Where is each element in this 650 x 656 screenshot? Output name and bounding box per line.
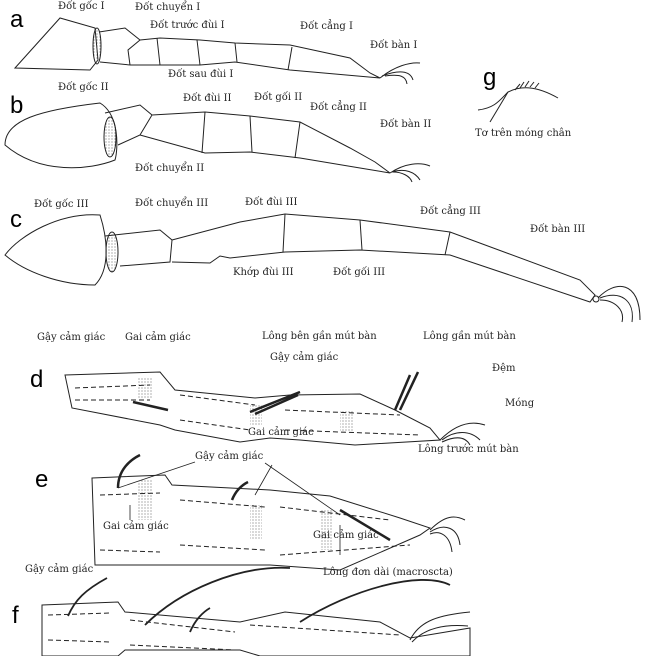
panel-letter-d: d [30,366,44,393]
label-trochanter-2: Đốt chuyển II [135,163,205,174]
label-d-solenidion: Gậy cảm giác [37,332,106,343]
label-postfemur-1: Đốt sau đùi I [168,69,234,80]
label-femur-3: Đốt đùi III [245,197,298,208]
label-d-solenidion-2: Gậy cảm giác [270,352,339,363]
label-d-apical-seta: Lông trước mút bàn [418,444,519,455]
label-d-claw: Móng [505,398,535,409]
label-prefemur-1: Đốt trước đùi I [150,20,225,31]
label-d-pad: Đệm [492,363,516,374]
label-trochanter-1: Đốt chuyển I [135,2,201,13]
panel-letter-c: c [10,206,22,233]
label-e-solenidion: Gậy cảm giác [195,451,264,462]
panel-letter-a: a [10,6,24,33]
leg-c-drawing [4,213,641,323]
panel-letter-f: f [12,602,19,629]
label-f-macroseta: Lông đơn dài (macroscta) [323,567,453,578]
label-femur-2: Đốt đùi II [183,93,232,104]
label-e-spine: Gai cảm giác [103,521,169,532]
leg-b-drawing [4,102,431,183]
label-coxa-3: Đốt gốc III [34,199,89,210]
label-claw-setae: Tơ trên móng chân [475,128,572,139]
label-d-spine-2: Gai cảm giác [248,427,314,438]
leg-g-drawing [477,80,559,123]
label-genu-2: Đốt gối II [254,92,303,103]
panel-letter-b: b [10,92,24,119]
label-tarsus-1: Đốt bàn I [370,40,418,51]
label-tibia-3: Đốt cẳng III [420,206,481,217]
label-coxa-2: Đốt gốc II [58,82,109,93]
leg-e-drawing [91,453,466,571]
leg-f-drawing [41,566,471,656]
label-d-lateral-seta: Lông bên gần mút bàn [262,331,377,342]
leg-a-drawing [13,17,421,85]
label-tibia-2: Đốt cẳng II [310,102,367,113]
label-d-spine: Gai cảm giác [125,332,191,343]
label-f-solenidion: Gậy cảm giác [25,564,94,575]
label-tarsus-3: Đốt bàn III [530,224,586,235]
label-trochanter-3: Đốt chuyển III [135,198,209,209]
label-d-subapical-seta: Lông gần mút bàn [423,331,516,342]
label-femur-joint-3: Khớp đùi III [233,267,294,278]
label-coxa-1: Đốt gốc I [58,1,105,12]
panel-letter-e: e [35,466,49,493]
leg-d-drawing [64,371,486,446]
label-tibia-1: Đốt cẳng I [300,21,353,32]
panel-letter-g: g [483,64,497,91]
label-tarsus-2: Đốt bàn II [380,119,432,130]
label-genu-3: Đốt gối III [333,267,386,278]
label-e-spine-2: Gai cảm giác [313,530,379,541]
